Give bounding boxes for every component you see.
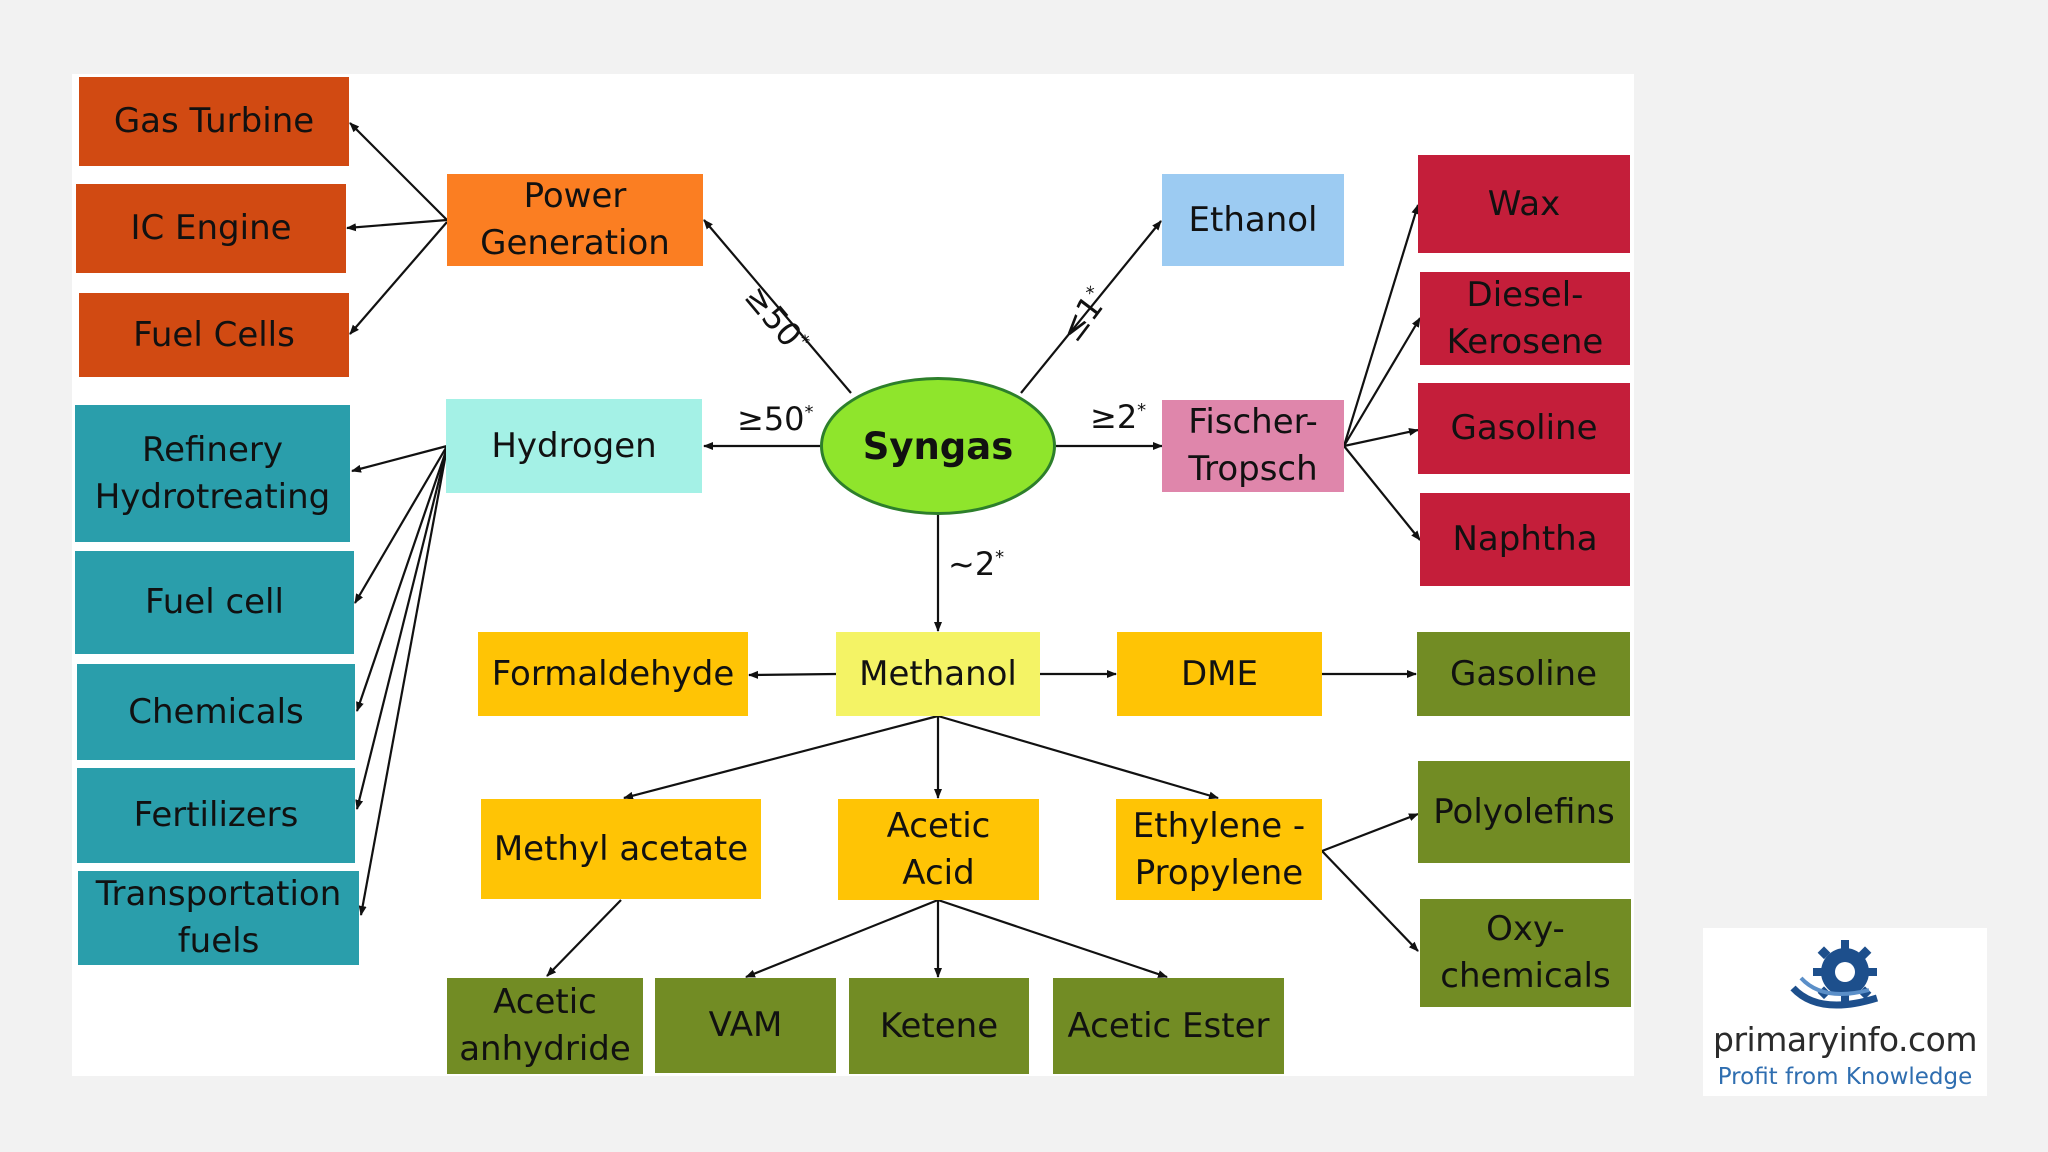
gas-turbine-label: Gas Turbine xyxy=(113,101,315,142)
acetic-acid-box: Acetic Acid xyxy=(838,799,1039,900)
methanol-label: Methanol xyxy=(859,653,1017,694)
methyl-acetate-label: Methyl acetate xyxy=(493,828,749,869)
vam-box: VAM xyxy=(655,978,836,1073)
fuel-cells-label: Fuel Cells xyxy=(133,314,295,355)
transportation-fuels-box: Transportation fuels xyxy=(78,871,359,965)
formaldehyde-box: Formaldehyde xyxy=(478,632,748,716)
wax-label: Wax xyxy=(1487,183,1561,224)
fuel-cell-label: Fuel cell xyxy=(145,582,284,623)
polyolefins-box: Polyolefins xyxy=(1418,761,1630,863)
diesel-kerosene-box: Diesel- Kerosene xyxy=(1420,272,1630,365)
transportation-line1: Transportation xyxy=(95,874,342,915)
power-generation-line1: Power xyxy=(523,176,627,217)
ic-engine-box: IC Engine xyxy=(76,184,346,273)
refinery-line1: Refinery xyxy=(142,429,283,470)
ratio-ft-value: ≥2 xyxy=(1090,398,1138,436)
naphtha-label: Naphtha xyxy=(1452,519,1598,560)
acetic-anhydride-line2: anhydride xyxy=(459,1029,631,1069)
fuel-cell-box: Fuel cell xyxy=(75,551,354,654)
methyl-acetate-box: Methyl acetate xyxy=(481,799,761,899)
fischer-tropsch-line1: Fischer- xyxy=(1188,402,1318,443)
oxy-chemicals-line1: Oxy- xyxy=(1486,909,1565,950)
ethanol-label: Ethanol xyxy=(1188,199,1318,240)
acetic-ester-box: Acetic Ester xyxy=(1053,978,1284,1074)
fuel-cells-box: Fuel Cells xyxy=(79,293,349,377)
power-generation-line2: Generation xyxy=(480,223,670,263)
refinery-line2: Hydrotreating xyxy=(94,476,331,517)
diesel-kerosene-line1: Diesel- xyxy=(1466,274,1584,315)
chemicals-label: Chemicals xyxy=(128,691,304,732)
dme-gasoline-label: Gasoline xyxy=(1449,653,1598,694)
vam-label: VAM xyxy=(708,1005,783,1046)
fischer-tropsch-line2: Tropsch xyxy=(1188,449,1318,489)
ethylene-propylene-line2: Propylene xyxy=(1134,852,1304,893)
logo-tagline: Profit from Knowledge xyxy=(1717,1064,1973,1090)
syngas-label: Syngas xyxy=(862,424,1014,468)
ratio-methanol-value: ~2 xyxy=(948,545,996,583)
dme-box: DME xyxy=(1117,632,1322,716)
gas-turbine-box: Gas Turbine xyxy=(79,77,349,166)
fertilizers-label: Fertilizers xyxy=(133,795,299,836)
ratio-methanol: ~2* xyxy=(948,545,1004,583)
ratio-hydrogen-mark: * xyxy=(804,402,814,423)
formaldehyde-label: Formaldehyde xyxy=(491,653,735,694)
transportation-line2: fuels xyxy=(177,921,260,961)
fischer-tropsch-box: Fischer- Tropsch xyxy=(1162,400,1344,492)
oxy-chemicals-box: Oxy- chemicals xyxy=(1420,899,1631,1007)
naphtha-box: Naphtha xyxy=(1420,493,1630,586)
chemicals-box: Chemicals xyxy=(77,664,355,760)
logo-name: primaryinfo.com xyxy=(1713,1020,1977,1059)
ft-gasoline-box: Gasoline xyxy=(1418,383,1630,474)
ratio-methanol-mark: * xyxy=(995,547,1005,568)
ic-engine-label: IC Engine xyxy=(130,208,292,249)
ketene-label: Ketene xyxy=(879,1005,999,1046)
acetic-ester-label: Acetic Ester xyxy=(1067,1005,1270,1046)
ratio-ft: ≥2* xyxy=(1090,398,1146,436)
ratio-hydrogen-value: ≥50 xyxy=(737,400,805,438)
dme-gasoline-box: Gasoline xyxy=(1417,632,1630,716)
methanol-box: Methanol xyxy=(836,632,1040,716)
refinery-hydrotreating-box: Refinery Hydrotreating xyxy=(75,405,350,542)
power-generation-box: Power Generation xyxy=(447,174,703,266)
hydrogen-label: Hydrogen xyxy=(491,425,657,466)
acetic-acid-line2: Acid xyxy=(902,852,975,893)
fertilizers-box: Fertilizers xyxy=(77,768,355,863)
oxy-chemicals-line2: chemicals xyxy=(1440,956,1611,996)
ethylene-propylene-box: Ethylene - Propylene xyxy=(1116,799,1322,900)
dme-label: DME xyxy=(1181,653,1258,694)
logo-card: primaryinfo.com Profit from Knowledge xyxy=(1703,928,1987,1096)
acetic-anhydride-box: Acetic anhydride xyxy=(447,978,643,1074)
ratio-hydrogen: ≥50* xyxy=(737,400,814,438)
diesel-kerosene-line2: Kerosene xyxy=(1446,321,1604,362)
ethylene-propylene-line1: Ethylene - xyxy=(1132,805,1306,846)
polyolefins-label: Polyolefins xyxy=(1433,791,1615,832)
acetic-acid-line1: Acetic xyxy=(886,805,991,846)
ketene-box: Ketene xyxy=(849,978,1029,1074)
ft-gasoline-label: Gasoline xyxy=(1450,408,1598,449)
acetic-anhydride-line1: Acetic xyxy=(493,982,597,1023)
hydrogen-box: Hydrogen xyxy=(446,399,702,493)
wax-box: Wax xyxy=(1418,155,1630,253)
gear-logo-icon xyxy=(1790,940,1879,1009)
ratio-ft-mark: * xyxy=(1137,400,1147,421)
ethanol-box: Ethanol xyxy=(1162,174,1344,266)
syngas-node: Syngas xyxy=(820,377,1056,515)
